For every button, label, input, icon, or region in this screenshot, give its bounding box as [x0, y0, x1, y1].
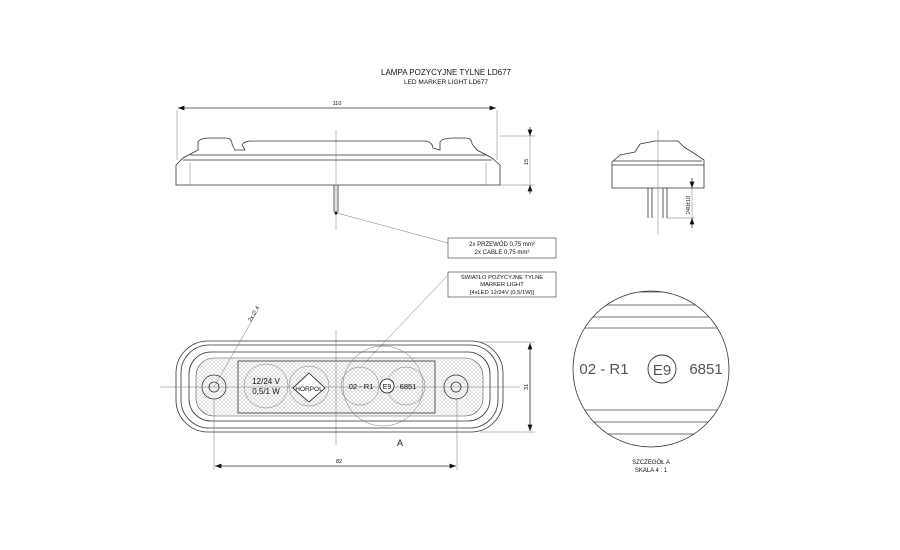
- detail-e-mark: E9: [653, 362, 671, 379]
- horpol-logo: [292, 372, 326, 403]
- mounting-hole-right: [450, 381, 462, 393]
- dimension-height-label: 15: [524, 159, 530, 165]
- detail-caption: SZCZEGÓŁ A: [632, 459, 670, 466]
- detail-a-outline: [342, 345, 424, 427]
- light-note: ŚWIATŁO POZYCYJNE TYLNE MARKER LIGHT [4x…: [357, 271, 557, 371]
- dimension-cable-label: 240±10: [686, 196, 692, 214]
- lens-power: 0,5/1 W: [252, 387, 280, 396]
- svg-text:2x PRZEWÓD 0,75 mm²: 2x PRZEWÓD 0,75 mm²: [469, 241, 535, 248]
- title-line2: LED MARKER LIGHT LD677: [404, 79, 488, 86]
- title-line1: LAMPA POZYCYJNE TYLNE LD677: [381, 68, 512, 77]
- detail-approval: 02 - R1: [579, 361, 628, 378]
- svg-text:ŚWIATŁO POZYCYJNE TYLNE: ŚWIATŁO POZYCYJNE TYLNE: [461, 273, 543, 281]
- lens-approval: 02 - R1: [349, 382, 374, 391]
- lens-brand: HORPOL: [295, 386, 323, 393]
- cable-note: 2x PRZEWÓD 0,75 mm² 2x CABLE 0,75 mm²: [447, 237, 557, 259]
- svg-text:MARKER LIGHT: MARKER LIGHT: [480, 282, 524, 288]
- front-view: 12/24 V 0,5/1 W HORPOL 02 - R1 E9 6851 A…: [160, 305, 535, 470]
- detail-a-view: 02 - R1 E9 6851 SZCZEGÓŁ A SKALA 4 : 1: [572, 290, 730, 474]
- dimension-width-label: 31: [524, 384, 530, 390]
- dimension-length-label: 110: [333, 101, 342, 107]
- lens-number: 6851: [400, 382, 417, 391]
- svg-text:[4xLED 12/24V (0,5/1W)]: [4xLED 12/24V (0,5/1W)]: [470, 290, 535, 296]
- end-view: 240±10: [611, 130, 705, 235]
- detail-scale: SKALA 4 : 1: [635, 468, 668, 474]
- svg-text:2x CABLE 0,75 mm²: 2x CABLE 0,75 mm²: [475, 250, 530, 256]
- dimension-spacing-label: 82: [336, 459, 342, 465]
- lens-e-mark: E9: [383, 384, 392, 391]
- side-view: 110 15: [175, 101, 535, 244]
- dimension-hole-label: 2x ∅ 4: [247, 305, 261, 323]
- detail-number: 6851: [689, 361, 722, 378]
- detail-marker: A: [397, 438, 403, 448]
- title-block: LAMPA POZYCYJNE TYLNE LD677 LED MARKER L…: [381, 68, 512, 86]
- mounting-hole-left: [208, 381, 220, 393]
- lens-voltage: 12/24 V: [252, 377, 280, 386]
